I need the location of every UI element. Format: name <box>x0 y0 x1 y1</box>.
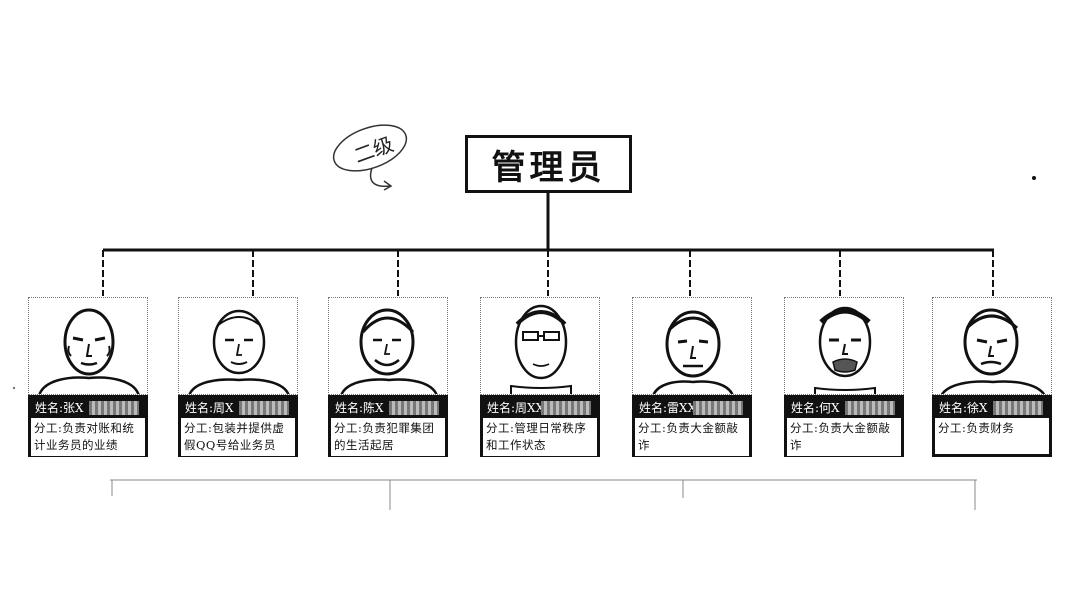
member-photo <box>932 297 1052 395</box>
member-photo <box>480 297 600 395</box>
member-photo <box>328 297 448 395</box>
member-role: 分工:负责大金额敲诈 <box>635 418 749 456</box>
member-name: 姓名:陈X <box>335 401 384 415</box>
redaction-blur <box>541 401 591 415</box>
annotation-circle <box>332 124 408 172</box>
member-caption: 姓名:周X 分工:包装并提供虚假QQ号给业务员 <box>178 395 298 457</box>
member-caption: 姓名:徐X 分工:负责财务 <box>932 395 1052 457</box>
member-role: 分工:包装并提供虚假QQ号给业务员 <box>181 418 295 456</box>
root-title: 管理员 <box>491 147 606 188</box>
member-caption: 姓名:何X 分工:负责大金额敲诈 <box>784 395 904 457</box>
redaction-blur <box>845 401 895 415</box>
member-photo <box>28 297 148 395</box>
member-caption: 姓名:张X 分工:负责对账和统计业务员的业绩 <box>28 395 148 457</box>
member-name: 姓名:何X <box>791 401 840 415</box>
member-caption: 姓名:陈X 分工:负责犯罪集团的生活起居 <box>328 395 448 457</box>
member-name: 姓名:周X <box>185 401 234 415</box>
member-role: 分工:负责犯罪集团的生活起居 <box>331 418 445 456</box>
member-caption: 姓名:雷XX 分工:负责大金额敲诈 <box>632 395 752 457</box>
member-name: 姓名:张X <box>35 401 84 415</box>
member-name: 姓名:徐X <box>939 401 988 415</box>
member-role: 分工:负责财务 <box>935 418 1049 439</box>
redaction-blur <box>89 401 139 415</box>
member-name: 姓名:雷XX <box>639 401 697 415</box>
member-caption: 姓名:周XX 分工:管理日常秩序和工作状态 <box>480 395 600 457</box>
member-photo <box>632 297 752 395</box>
member-role: 分工:负责大金额敲诈 <box>787 418 901 456</box>
member-name: 姓名:周XX <box>487 401 545 415</box>
member-role: 分工:负责对账和统计业务员的业绩 <box>31 418 145 456</box>
redaction-blur <box>693 401 743 415</box>
member-role: 分工:管理日常秩序和工作状态 <box>483 418 597 456</box>
member-photo <box>784 297 904 395</box>
redaction-blur <box>389 401 439 415</box>
member-photo <box>178 297 298 395</box>
annotation-arrow <box>369 167 391 188</box>
root-node: 管理员 <box>465 135 632 193</box>
redaction-blur <box>993 401 1043 415</box>
redaction-blur <box>239 401 289 415</box>
